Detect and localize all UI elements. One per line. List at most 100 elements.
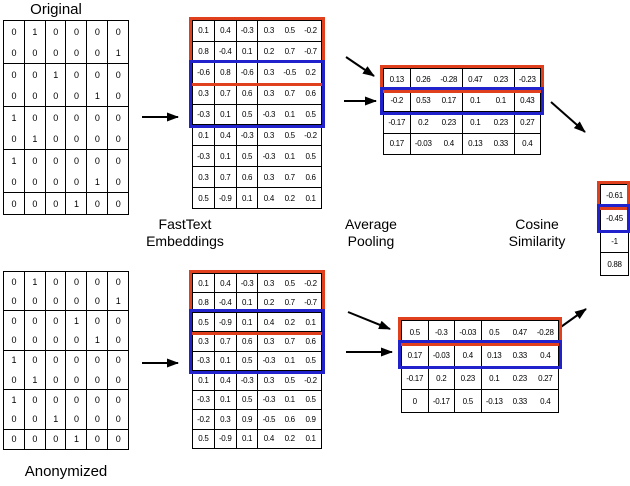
matrix-cell: 0 [25, 311, 46, 331]
matrix-cell: 0.1 [470, 96, 481, 106]
matrix-cell: -0.3 [237, 274, 259, 293]
matrix-cell: 0.3 [215, 410, 237, 429]
matrix-cell: 0.1 [193, 125, 215, 146]
matrix-cell: 0.3 [193, 167, 215, 188]
matrix-cell: 0.4 [263, 317, 275, 327]
matrix-cell: 0.1 [470, 117, 481, 127]
matrix-cell: -0.3 [237, 125, 259, 146]
matrix-cell: 0 [66, 272, 88, 292]
matrix-cell: 1 [66, 429, 88, 449]
matrix-cell: 0.1 [305, 317, 316, 327]
matrix-cell: 0 [4, 272, 25, 292]
matrix-cell: 0.7 [215, 332, 237, 351]
matrix-cell: -0.17 [402, 367, 429, 389]
matrix-cell: 0.5 [237, 390, 259, 410]
matrix-cell: 0.1 [215, 351, 237, 371]
matrix-cell: 0.1 [237, 293, 259, 312]
matrix-cell: -0.2 [304, 130, 317, 140]
matrix-cell: 0 [87, 409, 109, 429]
matrix-cell: 0 [25, 150, 46, 171]
matrix-cell: 0 [4, 171, 25, 192]
matrix-cell: 0 [46, 193, 67, 214]
matrix-cell: 0.5 [305, 110, 316, 119]
matrix-cell: 0 [4, 128, 25, 149]
matrix-cell: -0.3 [237, 371, 259, 390]
matrix-cell: 0 [46, 272, 67, 292]
matrix-cell: 0.5 [455, 390, 482, 412]
matrix-cell: 0.17 [384, 133, 411, 154]
matrix-cell: 0 [66, 42, 88, 63]
matrix-cell: 0.1 [284, 110, 296, 119]
matrix-cell: 1 [25, 128, 46, 149]
matrix-cell: 0 [87, 291, 109, 311]
matrix-cell: 0.17 [436, 90, 463, 111]
matrix-cell: -0.03 [429, 344, 455, 366]
matrix-cell: 0 [46, 21, 67, 42]
matrix-cell: 0.13 [487, 350, 502, 360]
matrix-cell: 0 [66, 128, 88, 149]
matrix-cell: 0 [115, 112, 121, 123]
matrix-cell: 0 [4, 64, 25, 85]
matrix-cell: -0.3 [262, 395, 276, 405]
matrix-cell: 0.4 [522, 139, 533, 149]
matrix-cell: 0.8 [193, 41, 215, 62]
matrix-cell: 0.4 [540, 350, 551, 360]
matrix-cell: 0 [25, 64, 46, 85]
matrix-cell: 0 [87, 128, 109, 149]
matrix-cell: 0 [87, 370, 109, 390]
matrix-cell: 0.33 [488, 133, 515, 154]
matrix-cell: 0.5 [193, 429, 215, 448]
matrix-cell: 0.7 [284, 337, 296, 347]
pooling-label-line2: Pooling [347, 233, 395, 249]
matrix-cell: 0 [25, 429, 46, 449]
matrix-cell: 0.2 [284, 193, 296, 203]
matrix-cell: 0 [66, 64, 88, 85]
matrix-cell: -0.3 [237, 21, 259, 41]
matrix-cell: 0 [46, 128, 67, 149]
matrix-cell: 0.5 [284, 26, 296, 36]
matrix-cell: 0.17 [402, 344, 429, 366]
matrix-cell: 0 [4, 42, 25, 63]
matrix-cell: 0 [46, 150, 67, 171]
matrix-cell: 0 [66, 171, 88, 192]
matrix-cell: -0.9 [215, 188, 237, 209]
matrix-cell: 0 [4, 193, 25, 214]
matrix-cell: 0.27 [520, 117, 535, 127]
matrix-cell: -0.3 [193, 104, 215, 125]
matrix-cell: -0.03 [414, 139, 432, 149]
matrix-cell: 0 [87, 350, 109, 371]
matrix-cell: -0.7 [304, 47, 317, 57]
matrix-cell: 0.4 [540, 396, 551, 406]
matrix-cell: 0.27 [538, 373, 553, 383]
matrix-cell: 0 [25, 330, 46, 350]
matrix-cell: 0.1 [193, 274, 215, 293]
matrix-cell: 0 [46, 330, 67, 350]
matrix-cell: 0.3 [263, 172, 275, 182]
matrix-row: -0.61 [601, 185, 628, 208]
matrix-cell: 0 [46, 429, 67, 449]
matrix-cell: 0.1 [237, 429, 259, 448]
matrix-cell: 0.23 [488, 69, 515, 90]
matrix-cell: 0.4 [215, 21, 237, 41]
matrix-cell: 0 [66, 107, 88, 128]
matrix-cell: 0 [25, 390, 46, 410]
